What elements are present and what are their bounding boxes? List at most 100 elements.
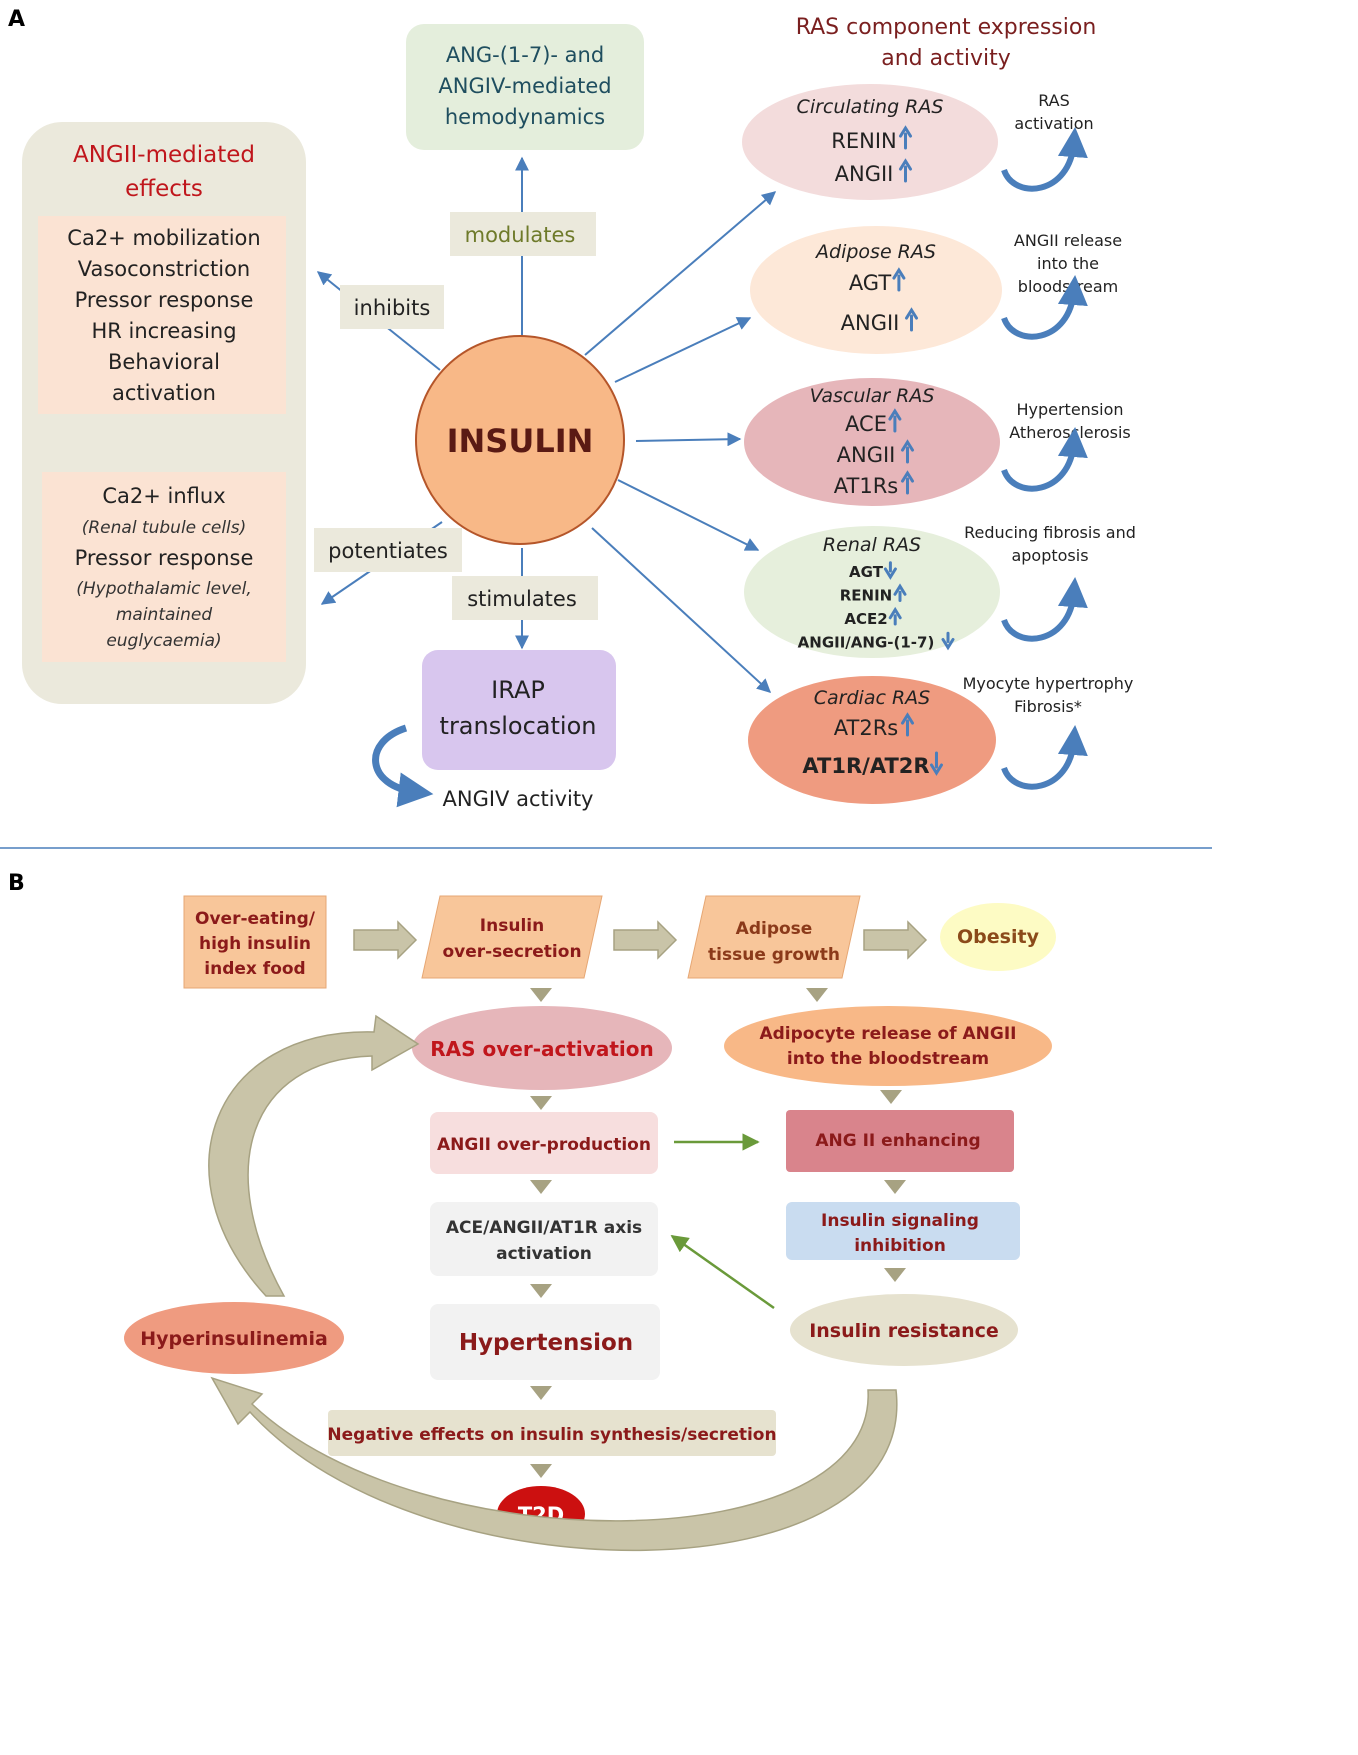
insulin-label: INSULIN <box>447 422 594 460</box>
adipocyte-release-line2: into the bloodstream <box>787 1049 989 1069</box>
arrow-up-icon <box>888 606 902 626</box>
triangle-6 <box>884 1180 906 1194</box>
renal-tubule-note: (Renal tubule cells) <box>82 518 247 538</box>
negative-effects-box <box>328 1410 776 1456</box>
ras-title: Circulating RAS <box>797 96 944 118</box>
oversecretion-line2: over-secretion <box>442 942 581 962</box>
hemodynamics-box <box>406 24 644 150</box>
potentiates-label-box <box>314 528 462 572</box>
ras-item-angii: ANGII <box>841 311 900 335</box>
angii-effects-sub-box <box>42 472 286 662</box>
ras-item-angii-ang-1-7-: ANGII/ANG-(1-7) <box>798 634 935 652</box>
stimulates-label-box <box>452 576 598 620</box>
ras-effect-note: activation <box>1014 114 1093 133</box>
modulates-label: modulates <box>465 223 576 247</box>
panel-b-label: B <box>8 871 25 896</box>
angii-overproduction-box <box>430 1112 658 1174</box>
ras-item-angii: ANGII <box>837 443 896 467</box>
hypothalamic-note-line3: euglycaemia) <box>106 631 221 651</box>
arrow-up-icon <box>899 125 912 150</box>
pressor-response-text: Pressor response <box>75 546 254 570</box>
ras-heading-line2: and activity <box>881 46 1010 71</box>
fat-arrow-2 <box>613 920 678 960</box>
arrow-down-icon <box>883 561 897 580</box>
ras-ellipse <box>744 526 1000 658</box>
adipocyte-release-line1: Adipocyte release of ANGII <box>759 1024 1016 1044</box>
ras-title: Cardiac RAS <box>814 687 930 709</box>
ras-effect-note: apoptosis <box>1011 546 1088 565</box>
curved-arrow-icon <box>1001 275 1088 340</box>
adipose-growth-box <box>687 895 861 979</box>
hyperinsulinemia-node <box>124 1302 344 1374</box>
ras-item-ace: ACE <box>845 412 887 436</box>
arrow-up-icon <box>901 470 914 495</box>
curved-arrow-icon <box>1001 427 1088 492</box>
ras-effect-note: Hypertension <box>1016 400 1123 419</box>
triangle-2 <box>806 988 828 1002</box>
obesity-label: Obesity <box>957 926 1040 948</box>
arrow-up-icon <box>901 712 914 737</box>
adipose-growth-line2: tissue growth <box>708 945 840 965</box>
ras-item-at1r-at2r: AT1R/AT2R <box>802 754 929 778</box>
resistance-to-hyperinsulinemia-arrow <box>210 1376 898 1551</box>
insulin-resistance-node <box>790 1294 1018 1366</box>
ras-component-renal-ras: Renal RASAGTRENINACE2ANGII/ANG-(1-7)Redu… <box>744 523 1136 658</box>
ras-title: Vascular RAS <box>810 385 935 407</box>
ras-item-renin: RENIN <box>831 129 896 153</box>
obesity-node <box>940 903 1056 971</box>
ras-overactivation-node <box>412 1006 672 1090</box>
stimulates-label: stimulates <box>467 587 577 611</box>
ras-item-angii: ANGII <box>835 162 894 186</box>
adipose-growth-line1: Adipose <box>736 919 813 939</box>
hypothalamic-note-line1: (Hypothalamic level, <box>76 579 252 599</box>
inhibits-label: inhibits <box>354 296 431 320</box>
triangle-8 <box>884 1268 906 1282</box>
ras-effect-note: Reducing fibrosis and <box>964 523 1136 542</box>
triangle-7 <box>530 1284 552 1298</box>
ras-item-agt: AGT <box>849 563 884 581</box>
ace-axis-line1: ACE/ANGII/AT1R axis <box>446 1218 642 1238</box>
triangle-9 <box>530 1386 552 1400</box>
arrow-up-icon <box>899 158 912 183</box>
ras-item-at1rs: AT1Rs <box>834 474 898 498</box>
angii-effect-item: Vasoconstriction <box>78 257 251 281</box>
green-arrow-to-axis <box>670 1234 775 1310</box>
angii-effect-item: Behavioral <box>108 350 220 374</box>
insulin-node <box>415 335 625 545</box>
ras-item-ace2: ACE2 <box>844 610 887 628</box>
irap-curved-arrow <box>372 724 434 808</box>
ca-influx-text: Ca2+ influx <box>102 484 225 508</box>
ang-enhancing-label: ANG II enhancing <box>815 1131 980 1151</box>
arrow-up-icon <box>893 583 907 602</box>
ras-heading-line1: RAS component expression <box>796 15 1097 40</box>
hyperinsulinemia-loop-arrow <box>208 1014 420 1297</box>
ras-effect-note: Atherosclerosis <box>1009 423 1131 442</box>
angii-effect-item: Pressor response <box>75 288 254 312</box>
arrow-to-vascular-ras <box>635 432 742 447</box>
hypothalamic-note-line2: maintained <box>116 605 213 625</box>
fat-arrow-3 <box>863 920 928 960</box>
adipocyte-release-node <box>724 1006 1052 1086</box>
oversecretion-box <box>421 895 603 979</box>
ras-item-at2rs: AT2Rs <box>834 716 898 740</box>
figure-canvas: A RAS component expression and activity … <box>0 7 1212 1551</box>
ras-ellipse <box>748 676 996 804</box>
ras-title: Adipose RAS <box>814 241 936 263</box>
triangle-4 <box>880 1090 902 1104</box>
overeating-box <box>183 895 327 989</box>
triangle-5 <box>530 1180 552 1194</box>
arrow-up-icon <box>901 439 914 464</box>
curved-arrow-icon <box>1001 127 1088 192</box>
insulin-resistance-label: Insulin resistance <box>809 1320 999 1342</box>
overeating-line1: Over-eating/ <box>195 909 316 929</box>
arrow-to-circulating-ras <box>584 191 777 356</box>
modulates-label-box <box>450 212 596 256</box>
fat-arrow-1 <box>353 920 418 960</box>
triangle-1 <box>530 988 552 1002</box>
ras-ellipse <box>742 84 998 200</box>
ras-ellipse <box>744 378 1000 506</box>
ras-component-vascular-ras: Vascular RAS ACE ANGII AT1Rs HypertensionAth… <box>744 378 1131 506</box>
hemodynamics-line1: ANG-(1-7)- and <box>446 43 604 67</box>
ras-effect-note: Fibrosis* <box>1014 697 1082 716</box>
